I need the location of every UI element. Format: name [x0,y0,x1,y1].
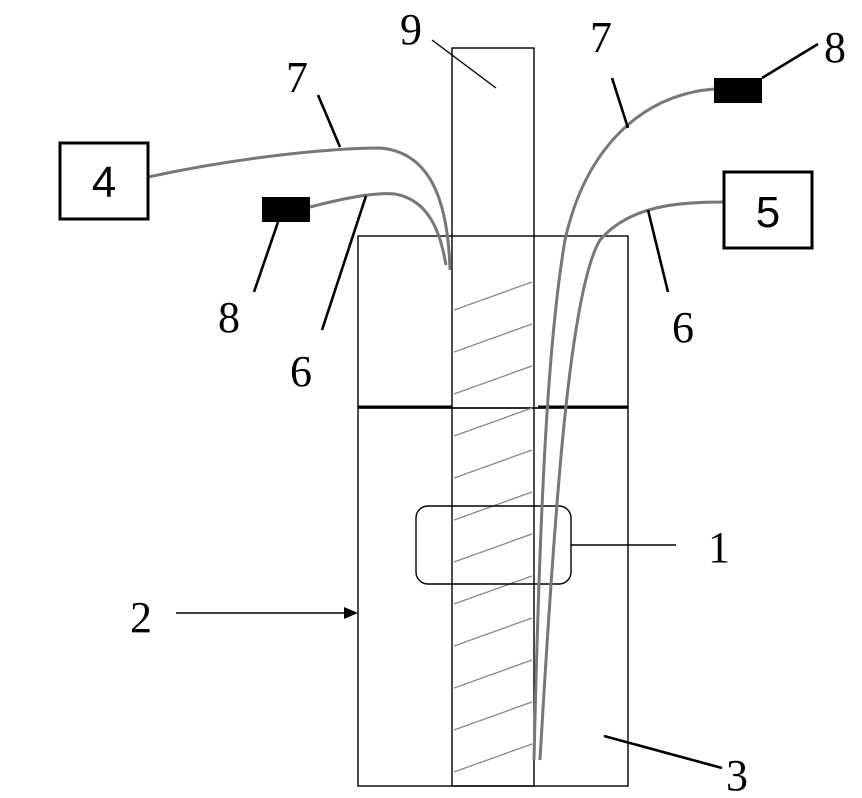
box-4-label: 4 [92,158,116,207]
label-1: 1 [708,523,730,572]
fiber-right-outer [534,89,714,760]
rod-hatching [454,282,532,772]
leader-7-right [612,78,628,128]
leader-7-left [318,95,340,147]
housing-lower [358,408,628,786]
housing-upper [358,236,628,408]
sensing-region [416,506,571,584]
fiber-right-inner [540,202,724,760]
leader-8-left [254,222,278,292]
central-rod [452,48,534,786]
connector-left [262,197,310,222]
arrow-2-head [344,607,358,619]
leader-9 [432,40,496,88]
label-9: 9 [400,5,422,54]
leader-6-left [322,196,366,330]
label-8-left: 8 [218,293,240,342]
label-3: 3 [726,751,748,798]
leader-8-right [762,44,818,78]
leader-3 [604,736,722,768]
label-8-right: 8 [824,23,846,72]
label-6-right: 6 [672,303,694,352]
connector-right [714,78,762,103]
box-5-label: 5 [756,188,780,237]
label-2: 2 [130,593,152,642]
label-7-right: 7 [590,13,612,62]
leader-6-right [648,210,668,292]
label-6-left: 6 [290,347,312,396]
label-7-left: 7 [286,53,308,102]
fiber-left-inner [310,194,446,265]
